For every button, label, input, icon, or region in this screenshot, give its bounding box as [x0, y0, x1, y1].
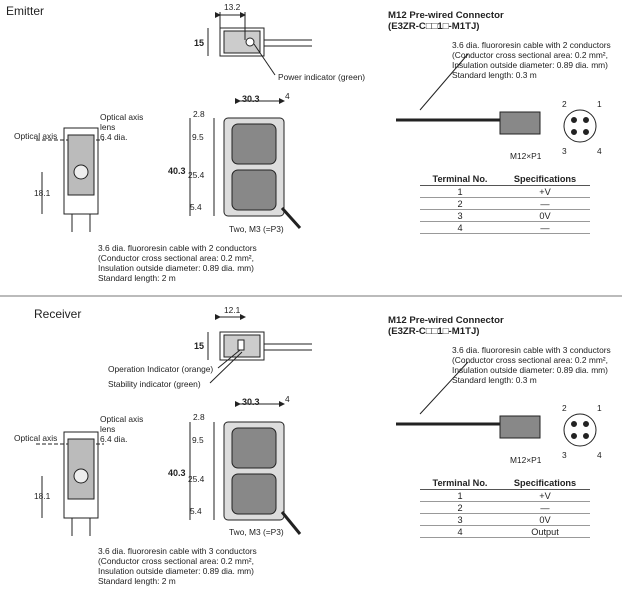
- receiver-cable-note-short: 3.6 dia. fluororesin cable with 3 conduc…: [452, 345, 611, 385]
- emitter-dim-top-width: 13.2: [224, 2, 241, 12]
- receiver-dim-4: 4: [285, 394, 290, 404]
- emitter-dim-95: 9.5: [192, 132, 204, 142]
- emitter-mount-label: Two, M3 (=P3): [229, 224, 284, 234]
- receiver-cable-note-long: 3.6 dia. fluororesin cable with 3 conduc…: [98, 546, 257, 586]
- table-row: 1+V: [420, 185, 590, 198]
- receiver-dim-height15: 15: [194, 341, 205, 351]
- emitter-section-title: Emitter: [6, 4, 45, 18]
- emitter-dim-254: 25.4: [188, 170, 205, 180]
- emitter-dim-403: 40.3: [168, 166, 186, 176]
- emitter-dim-54: 5.4: [190, 202, 202, 212]
- receiver-dim-28: 2.8: [193, 412, 205, 422]
- receiver-dim-403: 40.3: [168, 468, 186, 478]
- emitter-pin-4: 4: [597, 146, 602, 156]
- receiver-side-view: [36, 431, 104, 536]
- emitter-cable-note-long: 3.6 dia. fluororesin cable with 2 conduc…: [98, 243, 257, 283]
- table-row: 2—: [420, 501, 590, 514]
- receiver-section-title: Receiver: [34, 307, 82, 321]
- emitter-pin-1: 1: [597, 99, 602, 109]
- emitter-connector-title: M12 Pre-wired Connector(E3ZR-C□□1□-M1TJ): [388, 10, 504, 32]
- emitter-top-view: [207, 12, 312, 76]
- receiver-optical-axis-label: Optical axis: [14, 433, 58, 443]
- emitter-connector: [396, 53, 597, 143]
- table-row: 4—: [420, 221, 590, 234]
- receiver-pin-3: 3: [562, 450, 567, 460]
- receiver-connector-title: M12 Pre-wired Connector(E3ZR-C□□1□-M1TJ): [388, 315, 504, 337]
- emitter-pin-2: 2: [562, 99, 567, 109]
- emitter-cable-note-short: 3.6 dia. fluororesin cable with 2 conduc…: [452, 40, 611, 80]
- emitter-dim-181: 18.1: [34, 188, 51, 198]
- receiver-dim-95: 9.5: [192, 435, 204, 445]
- emitter-dim-height15: 15: [194, 38, 205, 48]
- receiver-dim-254: 25.4: [188, 474, 205, 484]
- receiver-front-view: [189, 401, 302, 535]
- emitter-dim-28: 2.8: [193, 109, 205, 119]
- receiver-connector: [396, 361, 597, 447]
- receiver-dim-54: 5.4: [190, 506, 202, 516]
- table-header: Terminal No.: [420, 476, 501, 490]
- emitter-connector-label: M12×P1: [510, 151, 542, 161]
- receiver-dim-top-width: 12.1: [224, 305, 241, 315]
- receiver-dim-303: 30.3: [242, 397, 260, 407]
- receiver-pin-1: 1: [597, 403, 602, 413]
- emitter-power-indicator-label: Power indicator (green): [278, 72, 366, 82]
- emitter-pin-3: 3: [562, 146, 567, 156]
- emitter-optical-axis-label: Optical axis: [14, 131, 58, 141]
- table-header: Specifications: [500, 476, 590, 490]
- emitter-dim-4: 4: [285, 91, 290, 101]
- emitter-front-view: [189, 98, 302, 230]
- table-header: Terminal No.: [420, 172, 501, 186]
- receiver-connector-label: M12×P1: [510, 455, 542, 465]
- table-row: 1+V: [420, 489, 590, 502]
- table-row: 2—: [420, 197, 590, 210]
- receiver-stability-indicator-label: Stability indicator (green): [108, 379, 201, 389]
- receiver-top-view: [207, 314, 312, 384]
- receiver-dim-181: 18.1: [34, 491, 51, 501]
- receiver-operation-indicator-label: Operation Indicator (orange): [108, 364, 214, 374]
- table-header: Specifications: [500, 172, 590, 186]
- receiver-mount-label: Two, M3 (=P3): [229, 527, 284, 537]
- emitter-dim-303: 30.3: [242, 94, 260, 104]
- receiver-pin-2: 2: [562, 403, 567, 413]
- emitter-side-view: [36, 127, 104, 232]
- receiver-pin-4: 4: [597, 450, 602, 460]
